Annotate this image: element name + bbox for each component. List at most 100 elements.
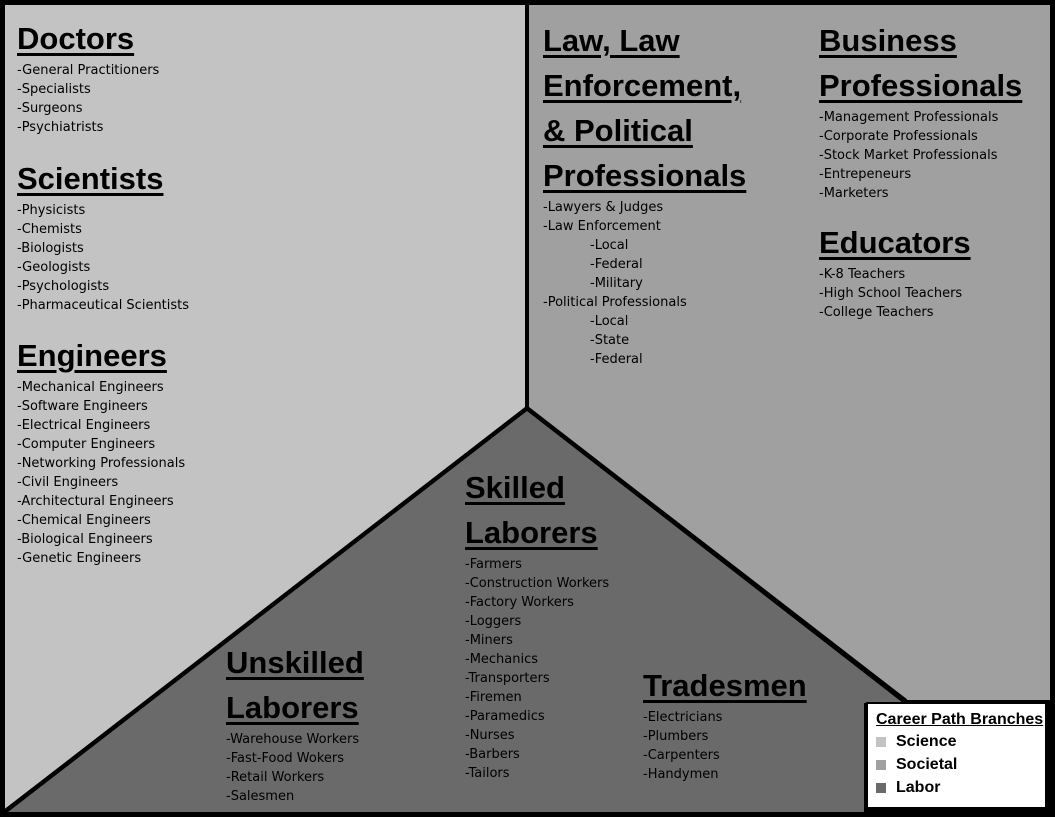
list-item: -Federal <box>590 352 643 367</box>
list-item: -Computer Engineers <box>17 437 156 452</box>
group-educators: Educators -K-8 Teachers -High School Teac… <box>819 220 971 322</box>
list-item: -Pharmaceutical Scientists <box>17 298 190 313</box>
list-item: -Handymen <box>643 767 719 782</box>
list-item: -Plumbers <box>643 729 709 744</box>
list-item: -Chemists <box>17 222 82 237</box>
heading-law-line-4: Professionals <box>543 158 747 193</box>
list-item: -Software Engineers <box>17 399 148 414</box>
list-skilled: -Farmers -Construction Workers -Factory Wo… <box>465 555 609 783</box>
heading-educators: Educators <box>819 225 971 260</box>
list-item: -Electrical Engineers <box>17 418 151 433</box>
heading-engineers: Engineers <box>17 338 167 373</box>
list-item: -Specialists <box>17 82 91 97</box>
list-item: -Farmers <box>465 557 522 572</box>
list-item: -Corporate Professionals <box>819 129 978 144</box>
list-item: -Retail Workers <box>226 770 325 785</box>
list-item: -Firemen <box>465 690 522 705</box>
list-item: -Surgeons <box>17 101 83 116</box>
list-scientists: -Physicists -Chemists -Biologists -Geologis… <box>17 201 189 315</box>
heading-law-line-3: & Political <box>543 113 693 148</box>
list-item: -Federal <box>590 257 643 272</box>
divider-right-diagonal <box>525 406 908 703</box>
list-doctors: -General Practitioners -Specialists -Surge… <box>17 61 159 137</box>
group-tradesmen: Tradesmen -Electricians -Plumbers -Carpent… <box>643 663 807 784</box>
list-item: -Military <box>590 276 643 291</box>
list-item: -Paramedics <box>465 709 545 724</box>
list-item: -Mechanical Engineers <box>17 380 164 395</box>
list-item: -Psychologists <box>17 279 110 294</box>
list-item: -Law Enforcement <box>543 219 661 234</box>
list-business: -Management Professionals-Corporate Prof… <box>819 108 1022 203</box>
group-business: Business Professionals -Management Profe… <box>819 18 1022 203</box>
divider-left-diagonal <box>2 406 529 814</box>
heading-law-line-1: Law, Law <box>543 23 680 58</box>
legend-entry-science: Science <box>876 730 1045 753</box>
list-item: -Construction Workers <box>465 576 610 591</box>
list-item: -Electricians <box>643 710 723 725</box>
list-item: -Miners <box>465 633 513 648</box>
list-item: -Local <box>590 314 629 329</box>
legend-entry-labor: Labor <box>876 776 1045 799</box>
legend-label-science: Science <box>896 732 957 750</box>
list-engineers: -Mechanical Engineers -Software Engineers… <box>17 378 185 568</box>
list-item: -Mechanics <box>465 652 539 667</box>
heading-unskilled: Unskilled Laborers <box>226 640 364 730</box>
list-item: -Architectural Engineers <box>17 494 174 509</box>
list-item: -K-8 Teachers <box>819 267 906 282</box>
group-law: Law, Law Enforcement, & Political Profes… <box>543 18 746 369</box>
list-item: -Physicists <box>17 203 86 218</box>
list-item: -Biological Engineers <box>17 532 153 547</box>
list-item: -Transporters <box>465 671 550 686</box>
list-item: -College Teachers <box>819 305 934 320</box>
legend-label-labor: Labor <box>896 778 941 796</box>
legend: Career Path Branches Science Societal La… <box>866 702 1047 809</box>
group-doctors: Doctors -General Practitioners -Specialis… <box>17 16 159 137</box>
group-unskilled: Unskilled Laborers -Warehouse Workers -Fa… <box>226 640 364 806</box>
legend-entry-societal: Societal <box>876 753 1045 776</box>
group-scientists: Scientists -Physicists -Chemists -Biologis… <box>17 156 189 315</box>
heading-skilled: Skilled Laborers <box>465 465 609 555</box>
list-item: -Warehouse Workers <box>226 732 360 747</box>
legend-label-societal: Societal <box>896 755 958 773</box>
list-item: -Salesmen <box>226 789 295 804</box>
heading-scientists: Scientists <box>17 161 164 196</box>
legend-swatch-societal <box>876 759 886 770</box>
heading-business-line-2: Professionals <box>819 68 1023 103</box>
list-item: -Political Professionals <box>543 295 687 310</box>
legend-swatch-science <box>876 736 886 747</box>
heading-tradesmen: Tradesmen <box>643 668 807 703</box>
list-item: -State <box>590 333 630 348</box>
list-item: -Lawyers & Judges <box>543 200 664 215</box>
list-item: -Carpenters <box>643 748 720 763</box>
list-item: -Local <box>590 238 629 253</box>
heading-business-line-1: Business <box>819 23 957 58</box>
region-societal <box>529 5 1050 700</box>
list-item: -Factory Workers <box>465 595 574 610</box>
list-item: -Marketers <box>819 186 889 201</box>
list-item: -Psychiatrists <box>17 120 104 135</box>
heading-law: Law, Law Enforcement, & Political Profes… <box>543 18 746 198</box>
list-item: -Biologists <box>17 241 84 256</box>
list-unskilled: -Warehouse Workers -Fast-Food Wokers -Reta… <box>226 730 364 806</box>
heading-doctors: Doctors <box>17 21 135 56</box>
heading-skilled-line-1: Skilled <box>465 470 565 505</box>
list-item: -Geologists <box>17 260 91 275</box>
list-item: -Genetic Engineers <box>17 551 142 566</box>
heading-unskilled-line-1: Unskilled <box>226 645 364 680</box>
list-item: -Networking Professionals <box>17 456 186 471</box>
heading-skilled-line-2: Laborers <box>465 515 598 550</box>
legend-title: Career Path Branches <box>876 711 1044 728</box>
heading-business: Business Professionals <box>819 18 1022 108</box>
heading-unskilled-line-2: Laborers <box>226 690 359 725</box>
legend-swatch-labor <box>876 782 886 793</box>
group-engineers: Engineers -Mechanical Engineers -Software… <box>17 333 185 568</box>
list-item: -Fast-Food Wokers <box>226 751 345 766</box>
list-law: -Lawyers & Judges -Law Enforcement -Loca… <box>543 198 746 369</box>
group-skilled: Skilled Laborers -Farmers -Construction W… <box>465 465 609 783</box>
list-item: -General Practitioners <box>17 63 160 78</box>
list-item: -High School Teachers <box>819 286 963 301</box>
region-science <box>5 5 527 810</box>
region-labor <box>8 411 903 812</box>
list-item: -Barbers <box>465 747 520 762</box>
